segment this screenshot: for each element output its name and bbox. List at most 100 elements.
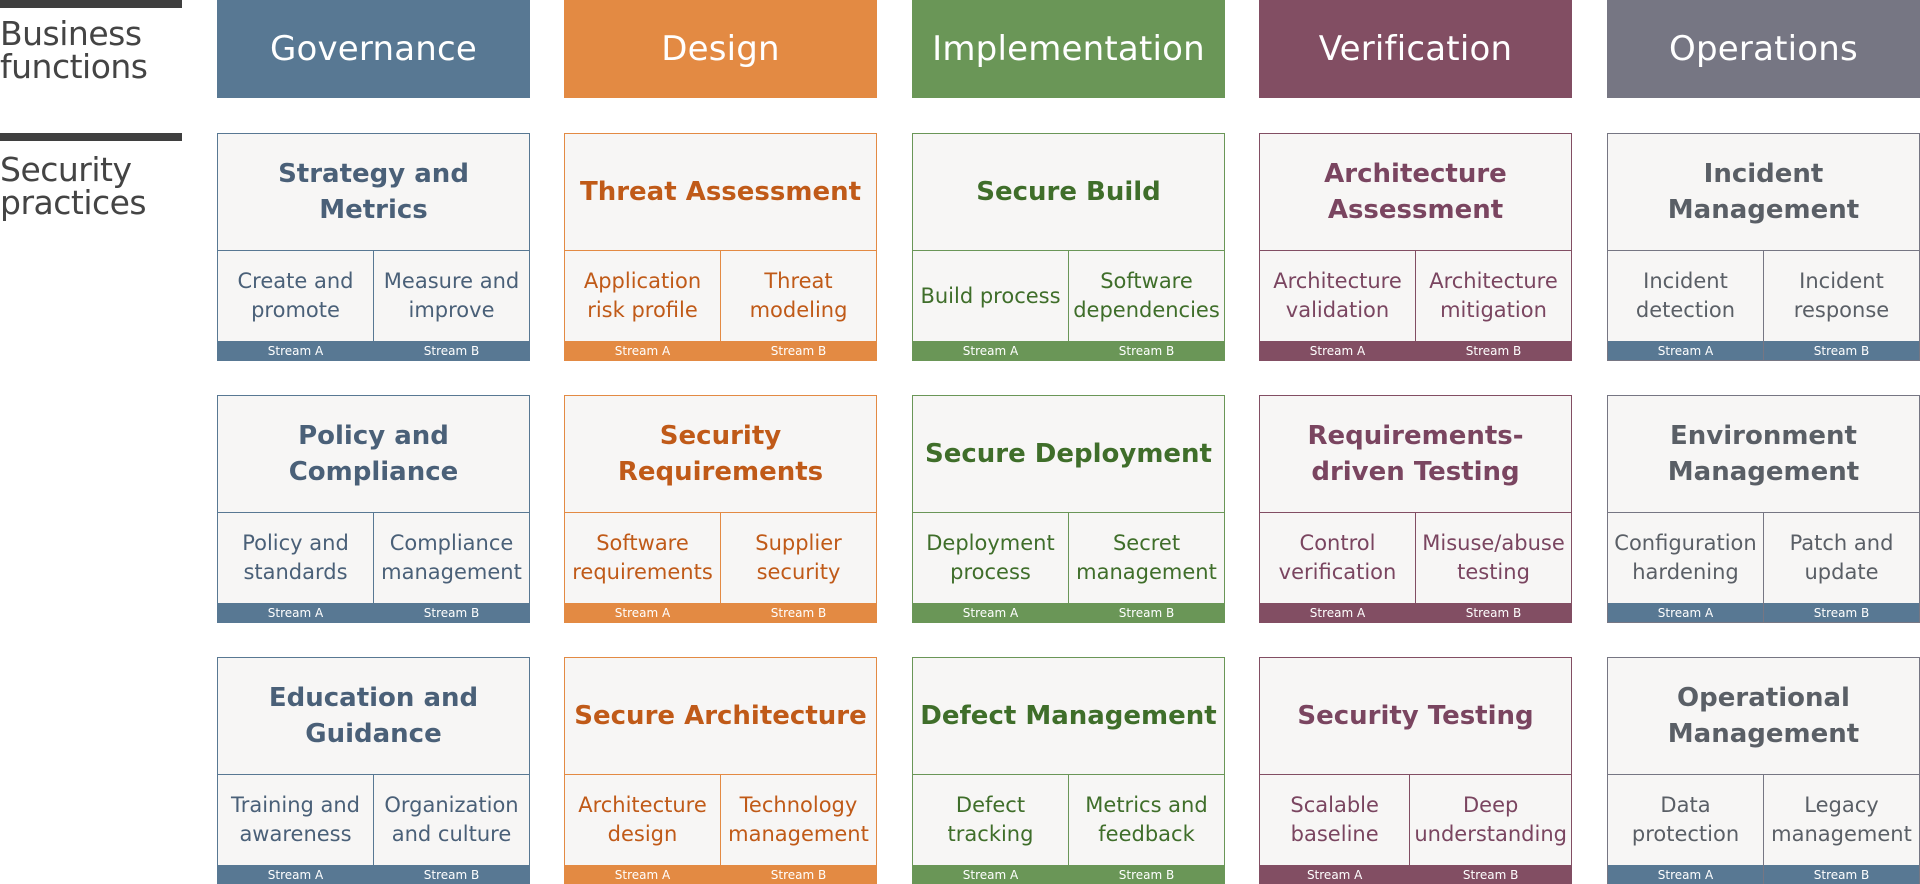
stream-tag: Stream A xyxy=(565,603,720,622)
stream-tag: Stream A xyxy=(1608,865,1763,884)
stream-name: Compliance management xyxy=(381,531,522,584)
stream-name: Architecture mitigation xyxy=(1429,269,1558,322)
practice-title: Architecture Assessment xyxy=(1324,159,1507,225)
practice-title: Education and Guidance xyxy=(268,683,479,749)
stream-name: Threat modeling xyxy=(749,269,848,322)
stream-name: Create and promote xyxy=(237,269,354,322)
stream-tag: Stream B xyxy=(1764,603,1919,622)
stream-tag: Stream A xyxy=(218,865,373,884)
stream-tag: Stream B xyxy=(1069,865,1224,884)
label-line: Business xyxy=(0,14,142,53)
stream-tag: Stream A xyxy=(913,865,1068,884)
stream-name: Application risk profile xyxy=(583,269,702,322)
function-header-governance: Governance xyxy=(217,0,530,98)
stream-name: Measure and improve xyxy=(383,269,520,322)
stream-name: Organization and culture xyxy=(384,793,519,846)
stream-name: Software requirements xyxy=(572,531,713,584)
stream-tag: Stream B xyxy=(1069,603,1224,622)
practice-title: Threat Assessment xyxy=(579,177,862,207)
stream-name: Architecture validation xyxy=(1273,269,1402,322)
security-practices-label: Security practices xyxy=(0,133,182,219)
stream-name: Scalable baseline xyxy=(1290,793,1379,846)
stream-name: Data protection xyxy=(1631,793,1740,846)
function-header-verification: Verification xyxy=(1259,0,1572,98)
stream-name: Metrics and feedback xyxy=(1085,793,1208,846)
stream-name: Secret management xyxy=(1076,531,1217,584)
stream-tag: Stream B xyxy=(374,341,529,360)
stream-tag: Stream A xyxy=(1608,603,1763,622)
stream-tag: Stream A xyxy=(1608,341,1763,360)
stream-name: Architecture design xyxy=(578,793,707,846)
stream-tag: Stream A xyxy=(913,603,1068,622)
stream-name: Technology management xyxy=(728,793,869,846)
label-line: functions xyxy=(0,47,148,86)
stream-tag: Stream B xyxy=(721,603,876,622)
stream-name: Supplier security xyxy=(755,531,842,584)
practice-title: Incident Management xyxy=(1667,159,1860,225)
business-functions-label: Business functions xyxy=(0,0,182,83)
stream-tag: Stream B xyxy=(1069,341,1224,360)
practice-title: Operational Management xyxy=(1667,683,1860,749)
practice-title: Environment Management xyxy=(1667,421,1860,487)
stream-tag: Stream B xyxy=(1416,341,1571,360)
stream-name: Incident detection xyxy=(1635,269,1736,322)
stream-name: Defect tracking xyxy=(947,793,1034,846)
stream-tag: Stream B xyxy=(1764,341,1919,360)
stream-tag: Stream A xyxy=(565,341,720,360)
stream-tag: Stream A xyxy=(1260,603,1415,622)
stream-tag: Stream A xyxy=(1260,865,1410,884)
stream-tag: Stream B xyxy=(1410,865,1571,884)
stream-name: Training and awareness xyxy=(230,793,361,846)
function-header-implementation: Implementation xyxy=(912,0,1225,98)
practice-title: Secure Deployment xyxy=(924,439,1212,469)
stream-tag: Stream A xyxy=(565,865,720,884)
label-bar xyxy=(0,133,182,141)
stream-name: Control verification xyxy=(1278,531,1397,584)
